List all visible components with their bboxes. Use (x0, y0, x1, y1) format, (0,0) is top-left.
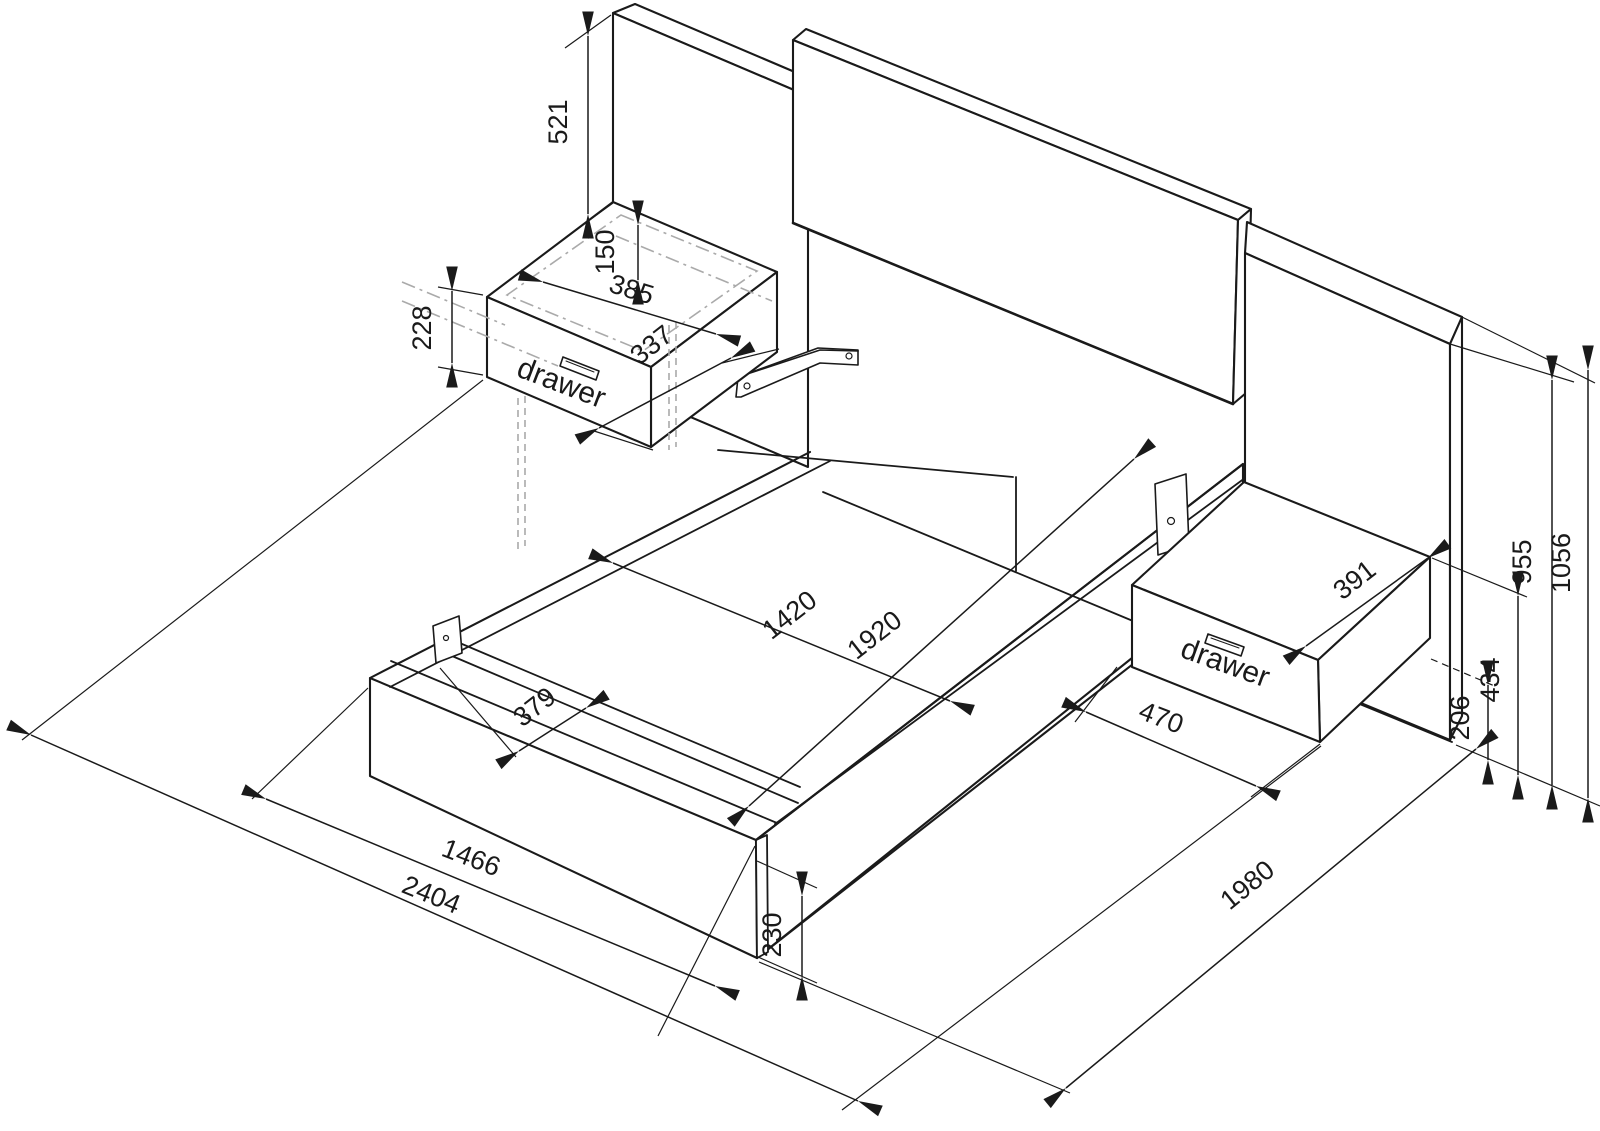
bed-foot-face (368, 676, 759, 960)
svg-text:150: 150 (590, 229, 620, 274)
svg-text:470: 470 (1135, 696, 1188, 740)
nightstand-right-handle (1204, 633, 1245, 657)
beam-plate-hole (442, 634, 450, 642)
svg-text:955: 955 (1507, 539, 1537, 584)
svg-text:1980: 1980 (1215, 854, 1281, 915)
bracket-hole-right (845, 352, 853, 360)
svg-text:521: 521 (543, 99, 573, 144)
svg-text:379: 379 (507, 681, 561, 732)
svg-text:1420: 1420 (757, 585, 823, 646)
rail-bracket-hole (1166, 516, 1176, 526)
svg-text:206: 206 (1445, 695, 1475, 740)
svg-text:434: 434 (1475, 657, 1505, 702)
dim-panel-total-height: 1056 (1546, 345, 1594, 823)
dim-panel-above-nightstand: 521 (543, 11, 614, 239)
dim-frame-top-height: 434 (1475, 571, 1524, 800)
svg-text:1920: 1920 (842, 605, 908, 666)
dim-total-width: 2404 (6, 379, 1322, 1117)
bed-frame (368, 449, 1246, 960)
svg-text:228: 228 (407, 305, 437, 350)
dim-frame-bottom-height: 206 (1445, 660, 1494, 785)
dim-nightstand-height: 228 (407, 266, 484, 388)
svg-text:230: 230 (757, 912, 787, 957)
svg-text:1056: 1056 (1546, 533, 1576, 593)
mounting-brackets (735, 347, 1190, 556)
dim-foot-height: 230 (756, 860, 818, 1001)
dim-drawer-inner-depth: 150 (590, 200, 644, 305)
headboard-panel (791, 27, 1253, 406)
